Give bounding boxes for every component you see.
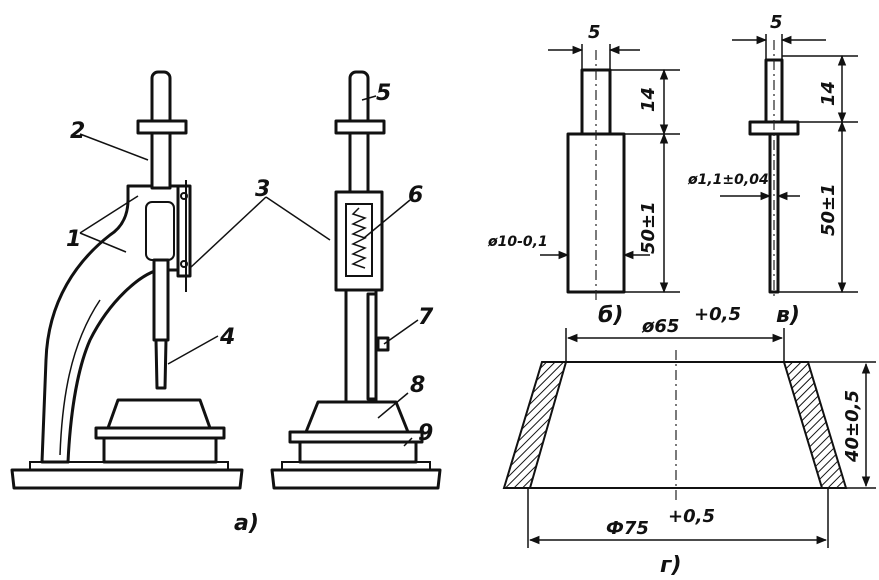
callout-1: 1: [66, 227, 81, 252]
dim-g-height: 40±0,5: [842, 390, 863, 463]
dim-v-top: 14: [818, 81, 839, 106]
caption-a: a): [234, 511, 259, 536]
base-plate-2: [270, 468, 442, 490]
caption-g: г): [660, 553, 682, 578]
callout-9: 9: [418, 421, 433, 446]
dim-b-diameter: ø10-0,1: [487, 234, 548, 250]
dim-g-top-diameter: ø65: [641, 316, 679, 337]
callout-4: 4: [219, 325, 235, 350]
cup: [106, 398, 212, 430]
dim-b-top: 14: [638, 87, 659, 112]
apparatus-front-view: [270, 70, 442, 490]
plunger-drawing: [540, 44, 680, 300]
callout-2: 2: [70, 119, 85, 144]
caption-b: б): [598, 303, 623, 328]
needle-drawing: [720, 34, 858, 300]
needle: [154, 338, 168, 390]
dim-v-diameter: ø1,1±0,04: [687, 172, 769, 188]
callout-8: 8: [410, 373, 425, 398]
apparatus-side-view: [10, 70, 244, 490]
callout-5: 5: [376, 81, 391, 106]
callout-6: 6: [408, 183, 423, 208]
dim-v-width: 5: [770, 12, 783, 33]
callout-3: 3: [255, 177, 270, 202]
base-plate: [10, 468, 244, 490]
callout-7: 7: [418, 305, 434, 330]
dim-g-top-tolerance: +0,5: [694, 304, 741, 325]
callout-leaders: [79, 95, 419, 447]
dim-g-bottom-tolerance: +0,5: [668, 506, 715, 527]
dim-v-height: 50±1: [818, 183, 839, 236]
dim-b-width: 5: [588, 22, 601, 43]
dim-b-height: 50±1: [638, 201, 659, 254]
caption-v: в): [776, 303, 800, 328]
cone-ring-drawing: [502, 328, 876, 548]
dim-g-bottom-diameter: Ф75: [606, 518, 649, 539]
